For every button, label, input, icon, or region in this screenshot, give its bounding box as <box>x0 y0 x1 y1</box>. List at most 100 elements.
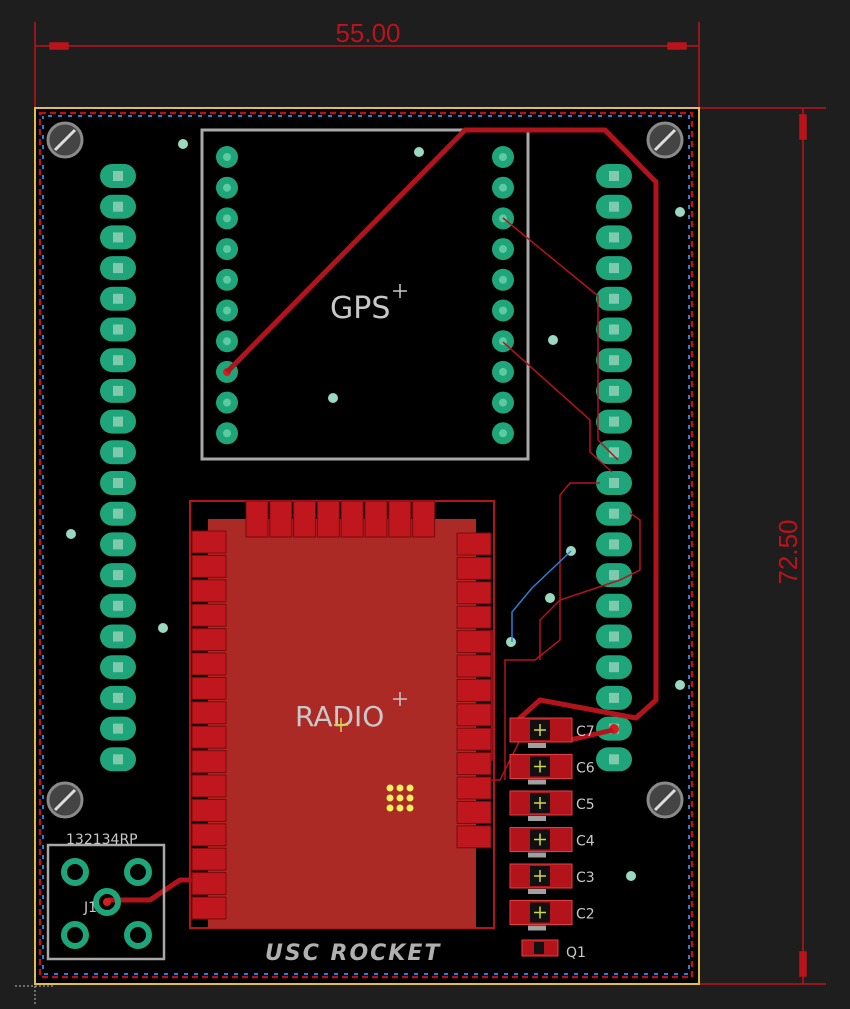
trace <box>502 217 619 461</box>
via <box>675 680 685 690</box>
radio-pad <box>191 701 227 725</box>
keepout-outline-red <box>38 111 694 979</box>
radio-pad <box>412 500 436 538</box>
capacitor-label: C4 <box>576 834 595 850</box>
via <box>328 393 338 403</box>
radio-pad <box>191 725 227 749</box>
thermal-via <box>386 794 394 802</box>
capacitor-c6: C6 <box>509 754 595 785</box>
radio-pad <box>456 727 492 751</box>
thermal-via <box>386 804 394 812</box>
radio-pads-right <box>456 532 492 849</box>
via <box>66 529 76 539</box>
capacitor-c5: C5 <box>509 790 595 821</box>
origin-marker <box>15 966 55 1006</box>
via <box>675 207 685 217</box>
dimension-height-label: 72.50 <box>773 519 803 584</box>
radio-pad <box>340 500 364 538</box>
via <box>158 623 168 633</box>
gps-label: GPS <box>330 291 390 326</box>
dimension-width <box>34 22 700 108</box>
mounting-hole <box>646 781 684 819</box>
capacitor-c3: C3 <box>509 863 595 894</box>
radio-pad <box>191 896 227 920</box>
radio-pad <box>456 556 492 580</box>
radio-pad <box>191 798 227 822</box>
thermal-via <box>396 794 404 802</box>
trace <box>502 341 613 473</box>
radio-pad <box>191 603 227 627</box>
gps-pins-left <box>216 146 238 445</box>
vias <box>66 139 685 881</box>
logo-text: USC ROCKET <box>265 941 441 966</box>
radio-pad <box>316 500 340 538</box>
trace <box>225 127 659 730</box>
thermal-via <box>396 804 404 812</box>
header-left-pins <box>100 164 136 772</box>
dimension-height <box>699 107 826 985</box>
radio-pad <box>456 752 492 776</box>
radio-pad <box>191 823 227 847</box>
via <box>506 637 516 647</box>
mounting-hole <box>646 121 684 159</box>
radio-pad <box>191 872 227 896</box>
trace <box>569 727 614 743</box>
radio-pad <box>191 774 227 798</box>
via <box>545 593 555 603</box>
via <box>414 147 424 157</box>
keepout-outline-blue <box>42 115 690 975</box>
capacitor-label: C2 <box>576 907 595 923</box>
thermal-via <box>396 784 404 792</box>
trace-blue <box>511 550 572 642</box>
capacitor-label: C7 <box>576 724 595 740</box>
radio-pads-top <box>245 500 436 538</box>
radio-pad <box>364 500 388 538</box>
q1-label: Q1 <box>566 945 586 961</box>
radio-pad <box>191 530 227 554</box>
radio-label: RADIO <box>295 700 384 733</box>
radio-pad <box>191 554 227 578</box>
radio-pad <box>191 676 227 700</box>
radio-pad <box>456 776 492 800</box>
radio-pad <box>456 581 492 605</box>
capacitor-label: C6 <box>576 761 595 777</box>
capacitor-c4: C4 <box>509 827 595 858</box>
radio-pad <box>191 652 227 676</box>
gps-pins-right <box>492 146 514 445</box>
radio-pad <box>456 678 492 702</box>
mounting-holes <box>46 121 684 819</box>
capacitor-c2: C2 <box>509 900 595 931</box>
radio-thermal-vias <box>386 784 414 812</box>
radio-pad <box>456 800 492 824</box>
radio-pad <box>456 825 492 849</box>
radio-pads-left <box>191 530 227 920</box>
capacitor-c7: C7 <box>509 717 595 748</box>
radio-pad <box>293 500 317 538</box>
radio-pad <box>456 605 492 629</box>
mounting-hole <box>46 121 84 159</box>
connector-ref-label: J1 <box>83 900 97 916</box>
via <box>178 139 188 149</box>
thermal-via <box>406 794 414 802</box>
thermal-via <box>406 804 414 812</box>
radio-pad <box>191 847 227 871</box>
gps-module-outline <box>200 128 530 461</box>
via <box>548 335 558 345</box>
radio-pad <box>456 630 492 654</box>
radio-pad <box>456 532 492 556</box>
board-outline <box>34 107 700 985</box>
trace <box>504 482 600 780</box>
mounting-hole <box>46 781 84 819</box>
q1-component: Q1 <box>521 939 586 961</box>
dimension-width-label: 55.00 <box>335 18 400 48</box>
connector-pads <box>61 858 152 949</box>
via <box>626 871 636 881</box>
radio-module-body <box>208 519 476 928</box>
radio-pad <box>191 579 227 603</box>
capacitor-label: C3 <box>576 870 595 886</box>
connector-outline <box>46 843 166 961</box>
radio-pad <box>269 500 293 538</box>
capacitor-label: C5 <box>576 797 595 813</box>
